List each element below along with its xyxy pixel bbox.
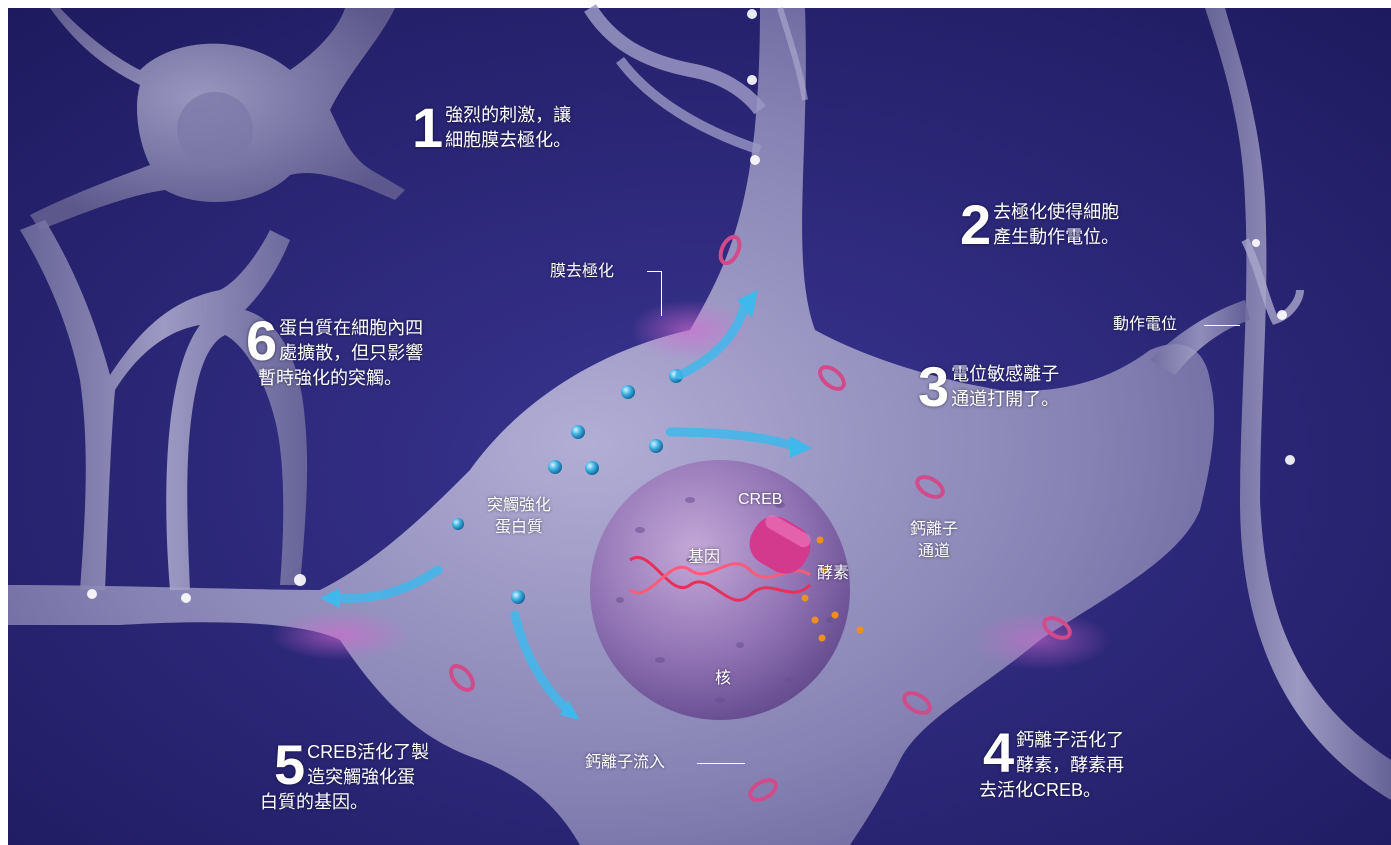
step-6-text-b: 暫時強化的突觸。 <box>258 366 423 391</box>
step-6: 6 蛋白質在細胞內四 處擴散，但只影響 暫時強化的突觸。 <box>246 316 423 391</box>
step-3-number: 3 <box>918 362 947 412</box>
step-2-text: 去極化使得細胞 產生動作電位。 <box>993 200 1119 250</box>
step-4-text-b: 去活化CREB。 <box>979 778 1124 803</box>
label-depolarization: 膜去極化 <box>550 261 614 283</box>
leader-calcium-influx <box>697 763 745 764</box>
step-1-text: 強烈的刺激，讓 細胞膜去極化。 <box>445 103 571 153</box>
label-calcium-channel: 鈣離子 通道 <box>910 519 958 563</box>
label-nucleus: 核 <box>715 668 731 690</box>
step-1-number: 1 <box>412 103 441 153</box>
step-2: 2 去極化使得細胞 產生動作電位。 <box>960 200 1119 250</box>
step-6-number: 6 <box>246 316 275 366</box>
label-calcium-influx: 鈣離子流入 <box>585 752 665 774</box>
step-1: 1 強烈的刺激，讓 細胞膜去極化。 <box>412 103 571 153</box>
leader-action-potential <box>1204 325 1240 326</box>
step-3-text: 電位敏感離子 通道打開了。 <box>951 362 1059 412</box>
step-2-number: 2 <box>960 200 989 250</box>
step-6-text-a: 蛋白質在細胞內四 處擴散，但只影響 <box>279 316 423 366</box>
step-4-number: 4 <box>983 728 1012 778</box>
step-5-text-b: 白質的基因。 <box>260 790 429 815</box>
leader-depolarization-v <box>661 271 662 316</box>
step-4: 4 鈣離子活化了 酵素，酵素再 去活化CREB。 <box>983 728 1124 803</box>
leader-depolarization-h <box>647 271 661 272</box>
label-enzyme: 酵素 <box>817 563 849 585</box>
label-gene: 基因 <box>688 547 720 569</box>
step-5-number: 5 <box>274 740 303 790</box>
label-synapse-protein: 突觸強化 蛋白質 <box>487 495 551 539</box>
step-5: 5 CREB活化了製 造突觸強化蛋 白質的基因。 <box>274 740 429 815</box>
label-creb: CREB <box>738 489 782 511</box>
label-action-potential: 動作電位 <box>1113 314 1177 336</box>
step-4-text-a: 鈣離子活化了 酵素，酵素再 <box>1016 728 1124 778</box>
step-3: 3 電位敏感離子 通道打開了。 <box>918 362 1059 412</box>
step-5-text-a: CREB活化了製 造突觸強化蛋 <box>307 740 429 790</box>
